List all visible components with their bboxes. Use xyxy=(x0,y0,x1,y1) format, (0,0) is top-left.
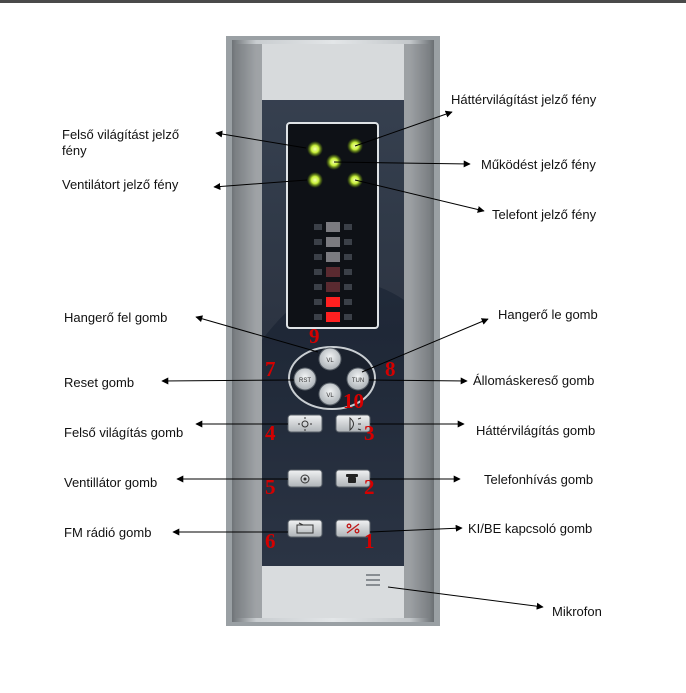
volume-down-text: VL xyxy=(326,393,334,399)
label-phone-led: Telefont jelző fény xyxy=(492,207,597,222)
volume-scale-tick xyxy=(344,239,352,245)
right-rail xyxy=(404,44,430,618)
volume-scale-tick xyxy=(344,269,352,275)
volume-segment xyxy=(326,312,340,322)
volume-segment xyxy=(326,282,340,292)
top-cap xyxy=(262,44,404,100)
label-microphone: Mikrofon xyxy=(552,604,602,619)
label-backlight-led: Háttérvilágítást jelző fény xyxy=(451,92,597,107)
label-upper-light-button: Felső világítás gomb xyxy=(64,425,184,440)
number-3: 3 xyxy=(364,421,375,445)
number-4: 4 xyxy=(265,421,276,445)
number-7: 7 xyxy=(265,357,276,381)
radio-icon xyxy=(296,522,314,534)
label-upper-light-led: Felső világítást jelző fény xyxy=(62,127,180,158)
label-operation-led: Működést jelző fény xyxy=(481,157,596,172)
tune-button[interactable] xyxy=(346,367,370,391)
volume-scale-tick xyxy=(344,224,352,230)
number-1: 1 xyxy=(364,529,375,553)
volume-scale-tick xyxy=(314,314,322,320)
fm-radio-button[interactable] xyxy=(287,519,323,538)
fan-icon xyxy=(300,474,310,484)
tune-text: TUN xyxy=(352,378,364,384)
bottom-cap xyxy=(262,566,404,618)
label-station-search: Állomáskereső gomb xyxy=(473,373,595,388)
round-button-cluster xyxy=(288,346,376,410)
number-10: 10 xyxy=(343,389,364,413)
sun-icon xyxy=(298,417,312,431)
volume-segment xyxy=(326,237,340,247)
phone-icon xyxy=(346,474,358,483)
label-reset: Reset gomb xyxy=(64,375,135,390)
top-border xyxy=(0,0,686,3)
volume-scale-tick xyxy=(344,284,352,290)
volume-segment xyxy=(326,267,340,277)
label-power-button: KI/BE kapcsoló gomb xyxy=(468,521,593,536)
number-6: 6 xyxy=(265,529,276,553)
label-fm-radio-button: FM rádió gomb xyxy=(64,525,152,540)
volume-scale-tick xyxy=(344,314,352,320)
lamp-icon xyxy=(349,416,362,432)
volume-segment xyxy=(326,222,340,232)
volume-level-bar xyxy=(314,222,352,322)
number-9: 9 xyxy=(309,324,320,348)
volume-scale-tick xyxy=(314,269,322,275)
volume-scale-tick xyxy=(314,299,322,305)
volume-scale-tick xyxy=(344,299,352,305)
volume-scale-tick xyxy=(314,239,322,245)
label-phone-call-button: Telefonhívás gomb xyxy=(484,472,594,487)
fan-led xyxy=(307,172,323,188)
upper-light-led xyxy=(307,141,323,157)
label-fan-button: Ventillátor gomb xyxy=(64,475,158,490)
label-volume-up: Hangerő fel gomb xyxy=(64,310,168,325)
power-icon xyxy=(346,523,360,534)
reset-text: RST xyxy=(299,378,311,384)
number-8: 8 xyxy=(385,357,396,381)
volume-scale-tick xyxy=(344,254,352,260)
label-fan-led: Ventilátort jelző fény xyxy=(62,177,179,192)
volume-scale-tick xyxy=(314,284,322,290)
volume-scale-tick xyxy=(314,224,322,230)
label-backlight-button: Háttérvilágítás gomb xyxy=(476,423,596,438)
reset-button[interactable] xyxy=(293,367,317,391)
annotation-arrows xyxy=(161,110,544,610)
label-volume-down: Hangerő le gomb xyxy=(498,307,598,322)
volume-segment xyxy=(326,252,340,262)
volume-up-text: VL xyxy=(326,358,334,364)
volume-segment xyxy=(326,297,340,307)
number-5: 5 xyxy=(265,475,276,499)
volume-up-button[interactable] xyxy=(318,347,342,371)
number-2: 2 xyxy=(364,475,375,499)
volume-down-button[interactable] xyxy=(318,382,342,406)
volume-scale-tick xyxy=(314,254,322,260)
microphone-grille xyxy=(366,574,380,586)
